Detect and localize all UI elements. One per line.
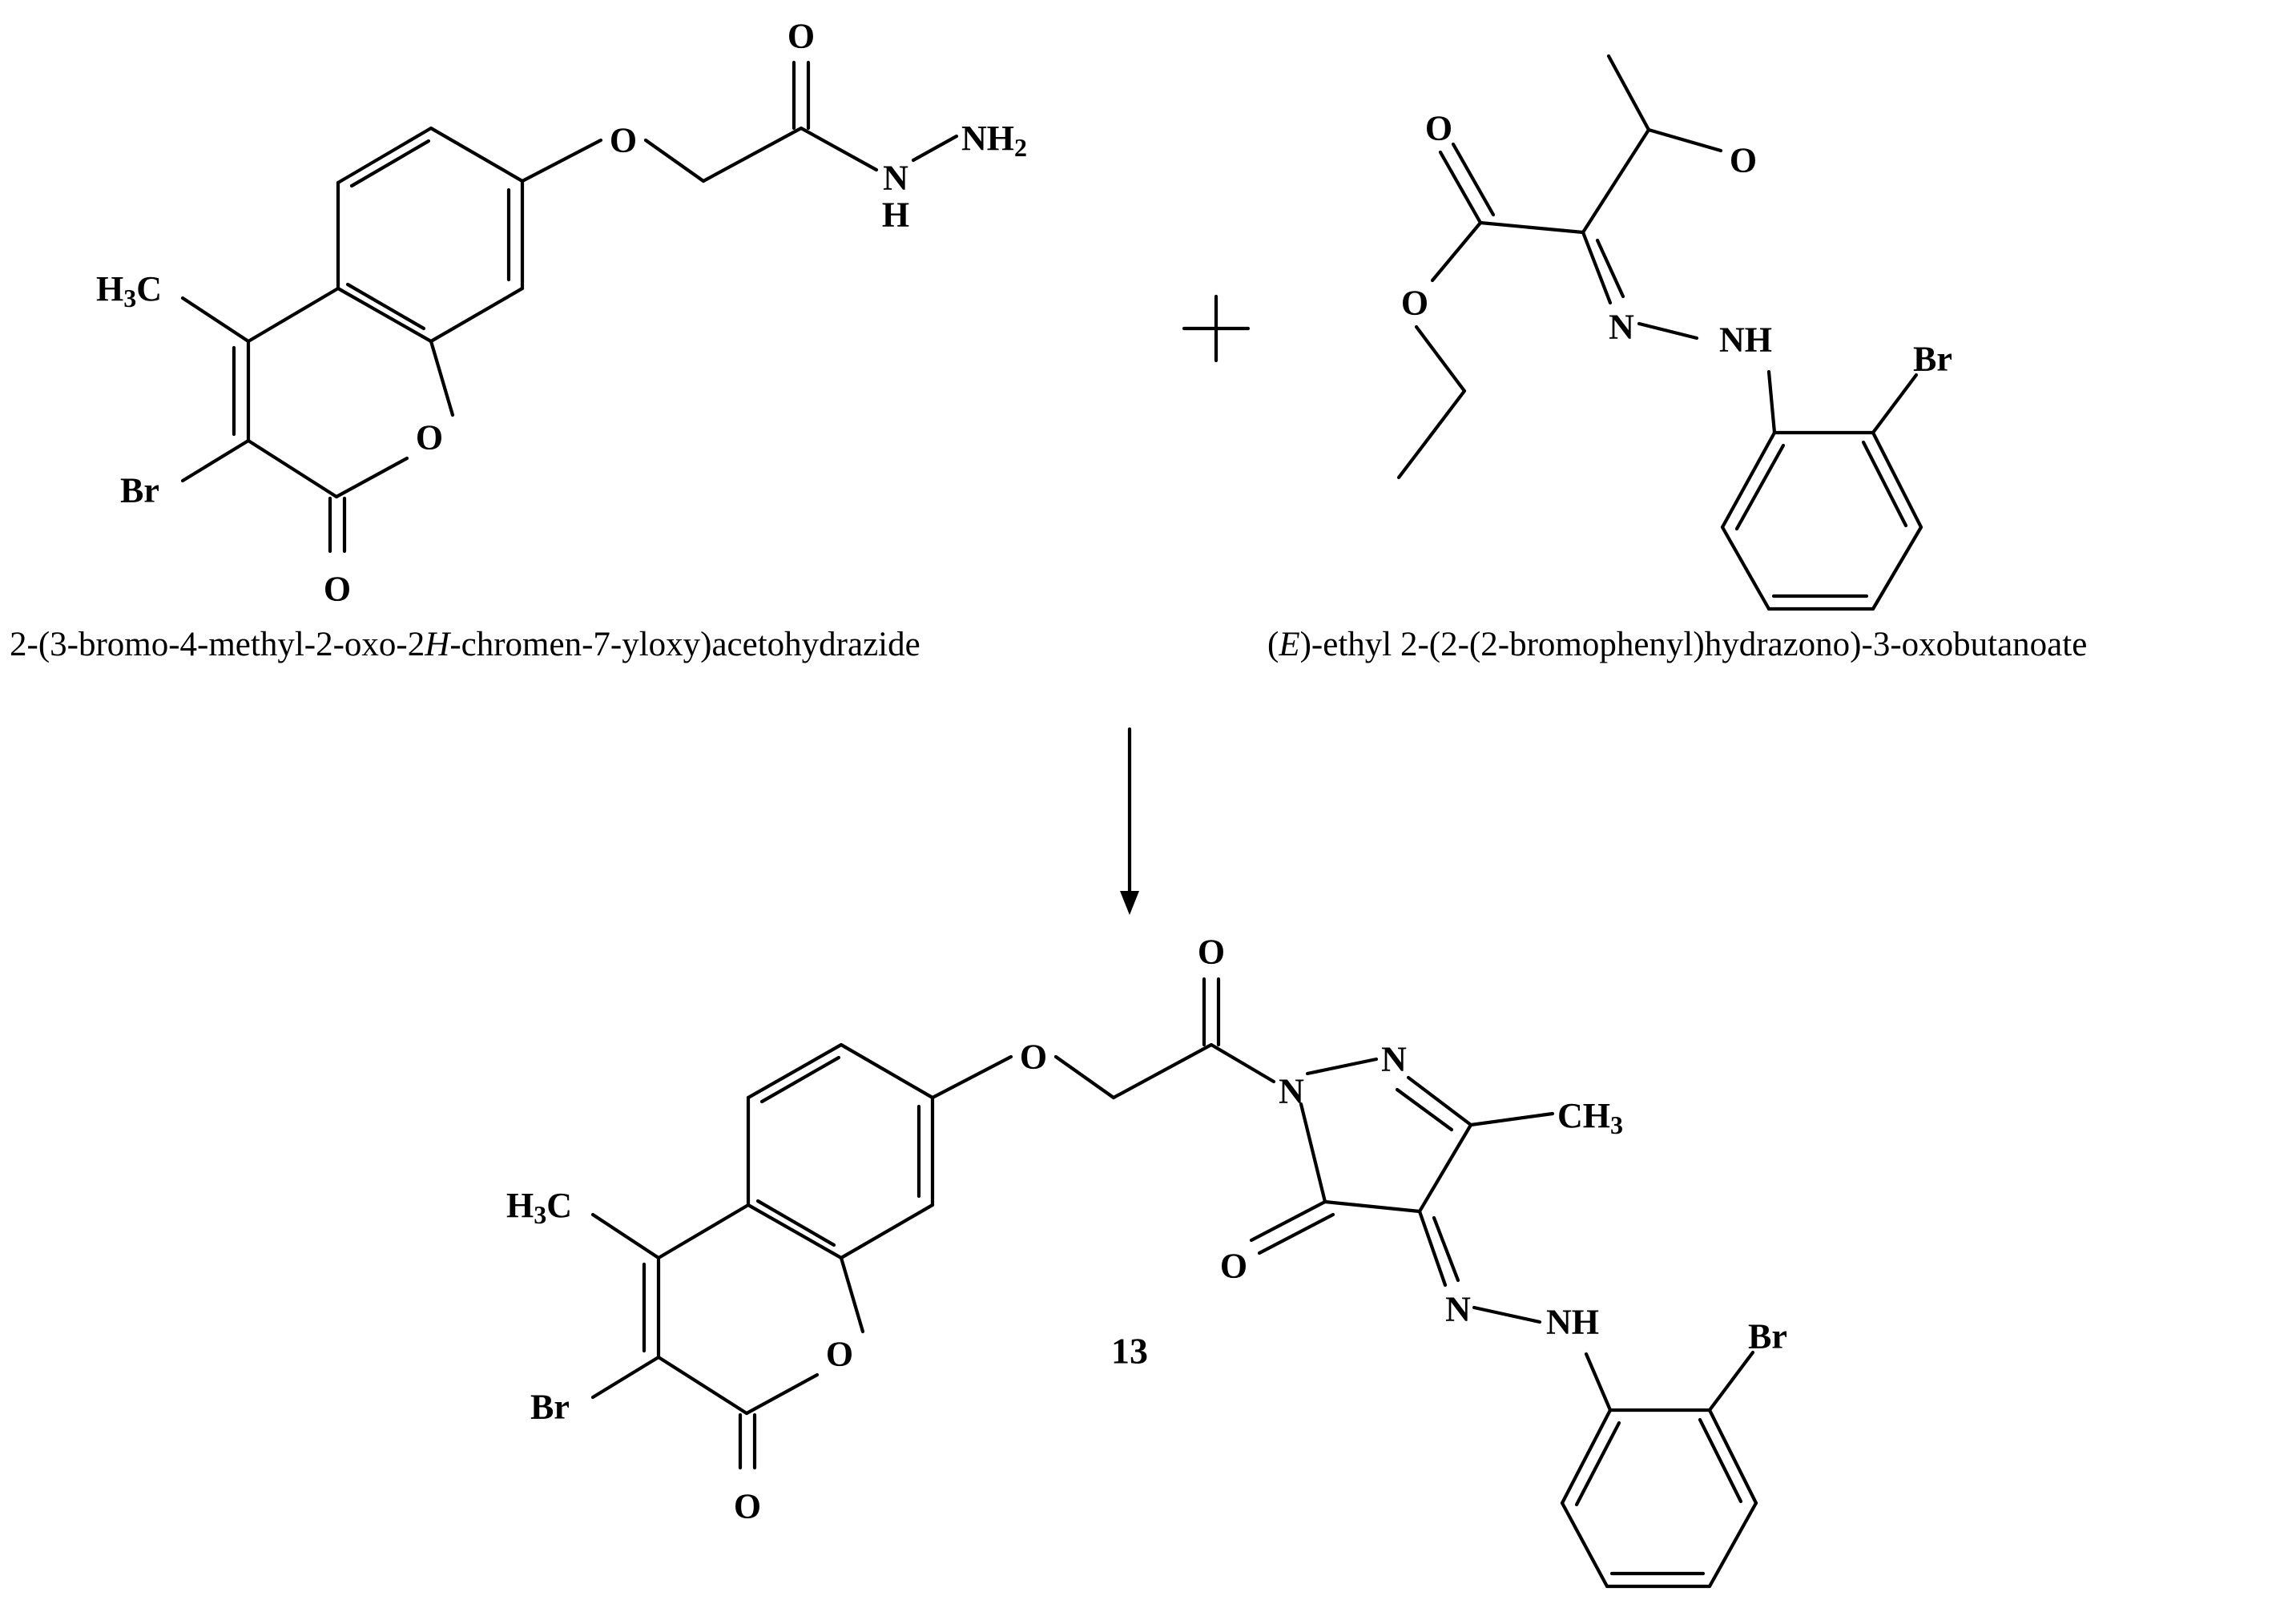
product-compound-number: 13	[1111, 1331, 1148, 1372]
reactant-2-name: (E)-ethyl 2-(2-(2-bromophenyl)hydrazono)…	[1267, 626, 2087, 663]
product-n1-nitrogen: N	[1279, 1072, 1304, 1111]
reactant-2-bromine: Br	[1913, 340, 1952, 379]
reactant-1-bromine: Br	[120, 471, 159, 510]
product-lactone-oxygen: O	[734, 1487, 761, 1526]
product-phenyl-bromine: Br	[1748, 1317, 1787, 1356]
product-methyl-label: CH3	[1557, 1096, 1623, 1140]
reactant-1-nh2-label: NH2	[961, 119, 1027, 163]
reactant-1-amide-oxygen: O	[787, 17, 815, 56]
reactant-1-methyl-label: H3C	[96, 269, 162, 313]
product-coumarin-bromine: Br	[530, 1388, 570, 1427]
product-pyrazolone-oxygen: O	[1220, 1247, 1247, 1286]
reactant-2-bonds	[1396, 54, 1923, 611]
product-azo-nitrogen: N	[1445, 1290, 1471, 1329]
product-coumarin-methyl-label: H3C	[506, 1186, 572, 1230]
reactant-2-ester-oxygen: O	[1401, 284, 1428, 323]
reactant-2-structure: O O O N NH Br (E)-ethyl 2-(2-(2-bromophe…	[1267, 54, 2087, 663]
reactant-2-nh-group: NH	[1719, 320, 1772, 360]
product-nh-group: NH	[1546, 1303, 1599, 1342]
product-n2-nitrogen: N	[1381, 1040, 1407, 1079]
reaction-arrow	[1120, 727, 1139, 915]
reactant-1-nh-hydrogen: H	[882, 195, 909, 235]
reactant-1-ring-oxygen: O	[416, 418, 443, 457]
reactant-1-lactone-oxygen: O	[324, 570, 351, 609]
reactant-1-name: 2-(3-bromo-4-methyl-2-oxo-2H-chromen-7-y…	[10, 626, 920, 663]
reactant-1-nh-nitrogen: N	[883, 159, 908, 198]
product-ring-oxygen: O	[826, 1335, 853, 1374]
reactant-1-bonds	[180, 60, 959, 554]
reactant-2-imine-nitrogen: N	[1609, 308, 1634, 347]
plus-sign	[1182, 294, 1251, 363]
reactant-2-ketone-oxygen: O	[1730, 141, 1757, 180]
product-structure: O O N N CH3 O N NH Br H3C Br O O 13	[506, 933, 1787, 1589]
product-bonds	[590, 977, 1758, 1589]
product-ether-oxygen: O	[1020, 1038, 1047, 1077]
reactant-1-ether-oxygen: O	[610, 121, 637, 160]
product-acyl-oxygen: O	[1198, 933, 1225, 972]
reactant-1-structure: O O NH2 N H H3C Br O O 2-(3-bromo-4-meth…	[10, 17, 1027, 664]
reactant-2-ester-carbonyl-oxygen: O	[1425, 109, 1452, 148]
